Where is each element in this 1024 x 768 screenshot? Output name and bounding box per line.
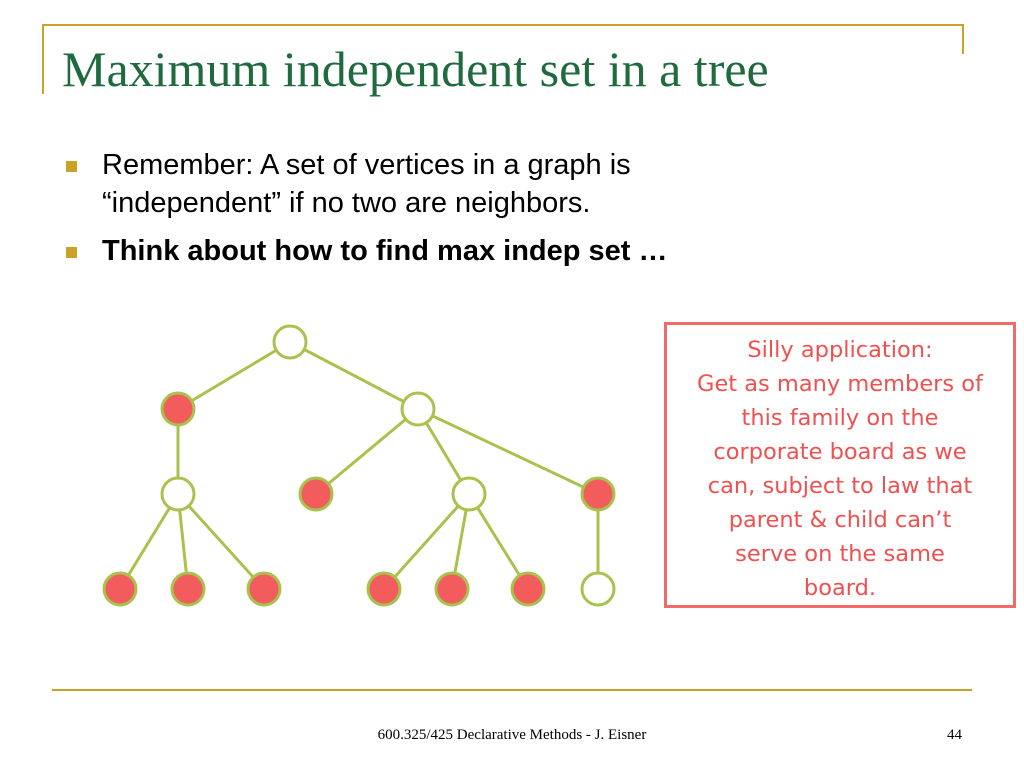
note-line: this family on the xyxy=(741,405,939,431)
slide-title: Maximum independent set in a tree xyxy=(62,41,769,97)
note-line: parent & child can’t xyxy=(728,507,952,533)
note-line: serve on the same xyxy=(735,541,945,567)
application-note-box: Silly application: Get as many members o… xyxy=(664,322,1016,608)
title-frame-left-line xyxy=(42,24,44,94)
square-bullet-icon xyxy=(66,161,77,172)
bullet-item-prompt: Think about how to find max indep set … xyxy=(62,232,822,270)
tree-edge xyxy=(118,493,180,590)
tree-node-selected xyxy=(170,571,206,607)
bullet-line: “independent” if no two are neighbors. xyxy=(102,187,591,219)
title-frame-right-line xyxy=(962,24,964,54)
tree-node-selected xyxy=(510,571,546,607)
tree-edge xyxy=(176,492,266,591)
tree-node xyxy=(400,391,436,427)
note-line: can, subject to law that xyxy=(707,473,973,499)
tree-edge xyxy=(382,492,471,591)
tree-node-selected xyxy=(434,571,470,607)
note-line: Get as many members of xyxy=(697,371,983,397)
footer-text: 600.325/425 Declarative Methods - J. Eis… xyxy=(377,727,647,743)
tree-node xyxy=(272,324,308,360)
note-line: corporate board as we xyxy=(713,439,967,465)
page-number: 44 xyxy=(947,727,962,743)
tree-node-selected xyxy=(366,571,402,607)
note-line: Silly application: xyxy=(747,337,933,363)
tree-node-selected xyxy=(298,476,334,512)
tree-edge xyxy=(177,340,291,411)
footer-rule xyxy=(52,689,972,691)
title-frame-top-line xyxy=(42,24,964,26)
bullet-list: Remember: A set of vertices in a graph i… xyxy=(62,146,822,280)
note-line: board. xyxy=(803,575,877,601)
tree-node xyxy=(160,476,196,512)
tree-node-selected xyxy=(160,391,196,427)
square-bullet-icon xyxy=(66,247,77,258)
tree-node xyxy=(580,571,616,607)
tree-node-selected xyxy=(580,476,616,512)
tree-edge xyxy=(289,340,419,411)
tree-edge xyxy=(417,407,599,496)
bullet-line: Think about how to find max indep set … xyxy=(102,235,668,267)
bullet-line: Remember: A set of vertices in a graph i… xyxy=(102,149,631,181)
tree-edge xyxy=(315,407,419,496)
tree-edge xyxy=(467,493,530,590)
tree-node-selected xyxy=(246,571,282,607)
bullet-item-definition: Remember: A set of vertices in a graph i… xyxy=(62,146,822,222)
tree-node-selected xyxy=(102,571,138,607)
tree-node xyxy=(451,476,487,512)
